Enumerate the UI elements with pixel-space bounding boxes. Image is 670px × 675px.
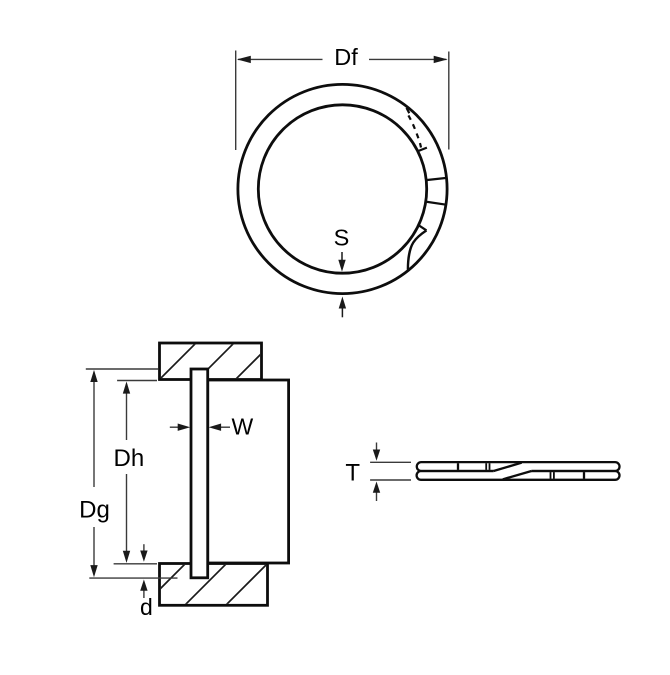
svg-text:Dg: Dg xyxy=(79,496,110,523)
svg-text:S: S xyxy=(334,225,350,251)
svg-text:W: W xyxy=(232,413,254,439)
svg-text:d: d xyxy=(140,594,153,620)
svg-text:Dh: Dh xyxy=(114,445,145,472)
svg-text:T: T xyxy=(345,460,360,487)
svg-text:Df: Df xyxy=(334,44,358,70)
